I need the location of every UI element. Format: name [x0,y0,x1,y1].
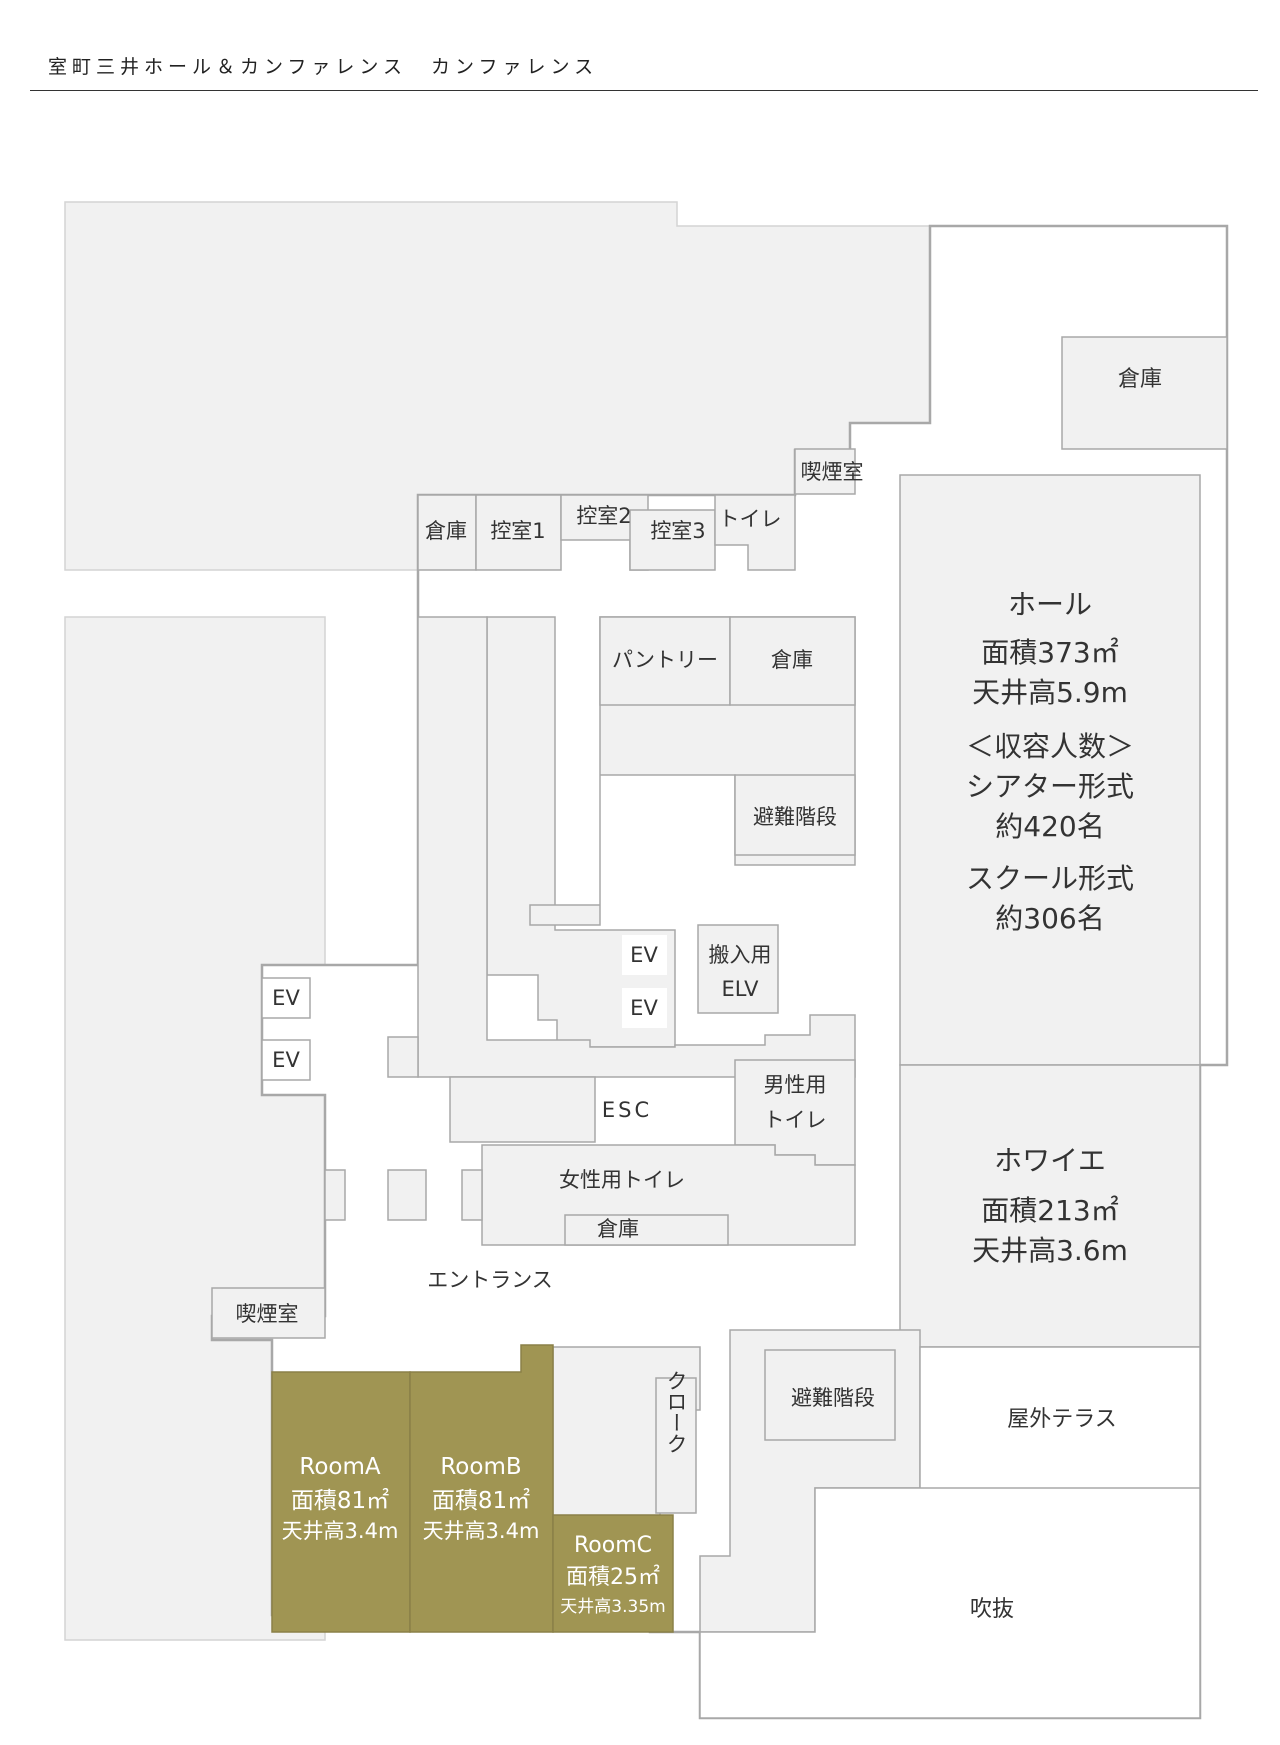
label-pantry: パントリー [612,648,718,672]
waiting-room-3 [629,509,716,571]
label-cloak: クローク [664,1370,688,1454]
small-box-3 [387,1169,427,1221]
evac-stairs-lower-room [764,1349,896,1441]
label-ev-left-1: EV [272,986,300,1010]
label-storage-lower: 倉庫 [597,1217,639,1241]
label-evac-stairs-lower: 避難階段 [791,1386,875,1410]
ev-left-1-box [261,977,311,1019]
label-male-toilet-1: 男性用 [764,1073,827,1097]
foyer-ceiling: 天井高3.6m [972,1234,1128,1267]
storage-small-room [417,494,477,571]
foyer-name: ホワイエ [994,1144,1106,1177]
room-a-ceiling: 天井高3.4m [282,1519,399,1543]
storage-mid-room [729,616,856,706]
label-male-toilet-2: トイレ [764,1108,827,1132]
label-atrium: 吹抜 [970,1597,1014,1622]
conference-rooms [271,1344,674,1633]
hall-school-count: 約306名 [995,902,1104,935]
storage-lower-room [564,1214,729,1246]
label-escalator: ESC [602,1098,652,1122]
label-ev-left-2: EV [272,1048,300,1072]
label-terrace: 屋外テラス [1007,1407,1117,1432]
room-b-area: 面積81㎡ [432,1488,530,1514]
surrounding-building [64,201,931,1641]
label-freight-elv-2: ELV [721,977,759,1001]
label-toilet-top: トイレ [719,507,782,531]
room-labels: 倉庫 喫煙室 倉庫 控室1 控室2 控室3 トイレ パントリー 倉庫 避難階段 … [236,367,1163,1622]
label-female-toilet: 女性用トイレ [559,1168,685,1192]
toilet-top-room [714,494,796,571]
label-smoking-left: 喫煙室 [236,1302,299,1326]
page-header: 室町三井ホール＆カンファレンス カンファレンス [30,0,1258,91]
open-areas [699,1346,1201,1719]
small-box-4 [461,1169,483,1221]
left-core-block [417,616,856,1078]
label-waiting-1: 控室1 [490,519,545,543]
room-a-area: 面積81㎡ [291,1488,389,1514]
label-evac-stairs-mid: 避難階段 [753,805,837,829]
hall-ceiling: 天井高5.9m [972,676,1128,709]
hall-theater: シアター形式 [966,770,1134,803]
storage-top-room [1061,336,1228,450]
label-ev-center-2: EV [630,996,658,1020]
label-storage-top: 倉庫 [1118,367,1162,392]
ev-left-2-box [261,1039,311,1081]
label-storage-small: 倉庫 [425,519,467,543]
hall-area: 面積373㎡ [981,636,1118,669]
label-storage-mid: 倉庫 [771,648,813,672]
room-c-name: RoomC [574,1533,652,1558]
room-c-area: 面積25㎡ [566,1564,660,1590]
cloak-room [655,1377,697,1514]
label-freight-elv-1: 搬入用 [709,943,772,967]
foyer-area [899,1064,1201,1348]
smoking-room-left [211,1287,326,1339]
label-smoking-top: 喫煙室 [801,460,864,484]
smoking-room-top [794,448,856,495]
room-c [552,1514,674,1633]
label-waiting-3: 控室3 [650,519,705,543]
room-b-ceiling: 天井高3.4m [423,1519,540,1543]
hall-name: ホール [1008,588,1092,621]
evac-stairs-mid-room [734,774,856,856]
ev-center-2-box [622,988,667,1028]
foyer-area: 面積213㎡ [981,1194,1118,1227]
small-box-2 [324,1169,346,1221]
ev-center-1-box [622,935,667,975]
room-c-ceiling: 天井高3.35m [560,1597,665,1617]
esc-shade [449,1076,596,1143]
outdoor-terrace [919,1346,1201,1490]
label-ev-center-1: EV [630,943,658,967]
hall-capacity-heading: ＜収容人数＞ [966,730,1134,763]
hall-school: スクール形式 [966,862,1134,895]
room-a-name: RoomA [299,1454,380,1480]
atrium [699,1487,1201,1719]
waiting-room-1 [475,494,562,571]
label-waiting-2: 控室2 [576,504,631,528]
room-b [409,1344,554,1633]
page-title: 室町三井ホール＆カンファレンス カンファレンス [48,56,599,78]
hall-theater-count: 約420名 [995,810,1104,843]
label-entrance: エントランス [427,1268,553,1292]
room-b-name: RoomB [440,1454,521,1480]
freight-elevator-room [697,924,779,1014]
small-box [387,1036,419,1078]
service-areas [211,336,1228,1633]
